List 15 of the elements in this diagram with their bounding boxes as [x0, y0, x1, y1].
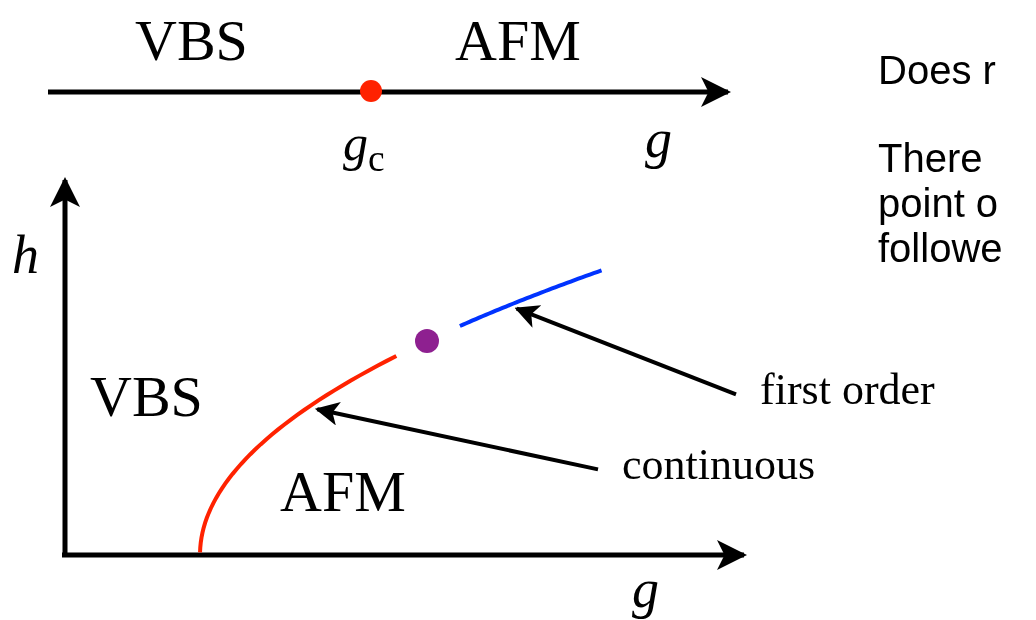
- annotation-label: first order: [760, 368, 935, 412]
- leader-arrow: [514, 305, 737, 397]
- phase-label: AFM: [455, 12, 581, 70]
- leader-arrow: [314, 402, 599, 472]
- text-line: followe: [878, 228, 1003, 268]
- text-line: point o: [878, 183, 999, 223]
- annotation-label: continuous: [622, 443, 816, 487]
- text-line: Does r: [878, 50, 996, 90]
- axis-label: g$_{c}$: [343, 118, 385, 178]
- phase-label: AFM: [280, 463, 406, 521]
- axis-label: h: [12, 228, 39, 282]
- phase-label: VBS: [135, 12, 248, 70]
- phase-label: VBS: [90, 368, 203, 426]
- phase-boundary-curve: [459, 268, 603, 328]
- text-line: There: [878, 138, 983, 178]
